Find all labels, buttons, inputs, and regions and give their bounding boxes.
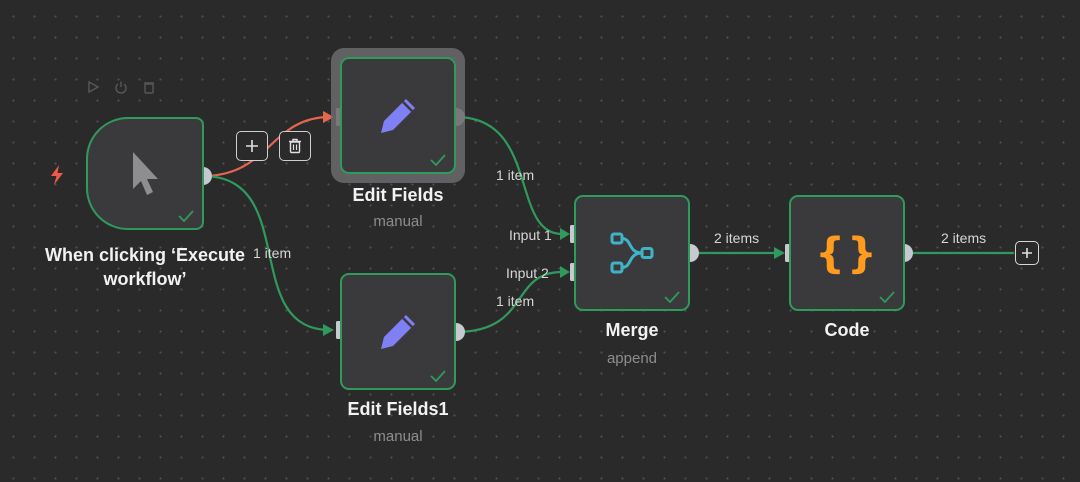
edge-arrowhead (774, 247, 785, 259)
edge-arrowhead (560, 228, 570, 240)
play-icon[interactable] (86, 80, 100, 94)
trigger-hover-toolbar (86, 80, 156, 94)
merge-icon (610, 232, 654, 274)
edge-trigger-to-edit-fields1[interactable] (202, 174, 331, 332)
node-code[interactable]: {} (789, 195, 905, 311)
node-subtitle-merge: append (606, 350, 658, 367)
edge-arrowhead (560, 266, 570, 278)
edge-arrowhead (323, 111, 334, 123)
node-title-edit-fields1: Edit Fields1 (347, 399, 449, 419)
node-edit-fields[interactable] (340, 57, 456, 174)
pencil-icon (381, 314, 415, 349)
edge-edit-fields-to-merge[interactable] (455, 115, 563, 236)
edge-label-merge-to-code: 2 items (714, 230, 760, 246)
edge-label-code-out: 2 items (941, 230, 987, 246)
node-title-merge: Merge (605, 320, 659, 340)
add-next-node-button[interactable] (1015, 241, 1039, 265)
node-title-manual-trigger: When clicking ‘Execute workflow’ (44, 245, 246, 289)
node-title-code: Code (824, 320, 870, 340)
node-subtitle-edit-fields: manual (373, 213, 423, 230)
cursor-pointer-icon (133, 151, 158, 195)
curly-braces-icon: {} (815, 228, 879, 278)
node-merge[interactable] (574, 195, 690, 311)
checkmark-icon (178, 210, 194, 222)
merge-input-1-label: Input 1 (509, 227, 552, 243)
lightning-bolt-icon (51, 165, 63, 185)
edge-add-node-button[interactable] (236, 131, 268, 161)
edge-edit-fields1-to-merge[interactable] (455, 270, 563, 334)
edge-label-trigger-to-edit-fields1: 1 item (253, 245, 292, 261)
edge-label-edit-fields1-to-merge: 1 item (496, 293, 535, 309)
checkmark-icon (664, 291, 680, 303)
trash-icon (289, 138, 301, 154)
edge-delete-button[interactable] (279, 131, 311, 161)
checkmark-icon (879, 291, 895, 303)
plus-icon (246, 140, 258, 152)
node-manual-trigger[interactable] (86, 117, 204, 230)
merge-input-2-label: Input 2 (506, 265, 549, 281)
edge-label-edit-fields-to-merge: 1 item (496, 167, 535, 183)
trash-icon[interactable] (142, 80, 156, 94)
power-icon[interactable] (114, 80, 128, 94)
node-title-edit-fields: Edit Fields (352, 185, 444, 205)
checkmark-icon (430, 370, 446, 382)
edge-arrowhead (323, 324, 334, 336)
node-subtitle-edit-fields1: manual (373, 428, 423, 445)
pencil-icon (381, 98, 415, 133)
node-edit-fields1[interactable] (340, 273, 456, 390)
plus-icon (1022, 248, 1032, 258)
edge-trigger-to-edit-fields[interactable] (202, 115, 331, 178)
checkmark-icon (430, 154, 446, 166)
